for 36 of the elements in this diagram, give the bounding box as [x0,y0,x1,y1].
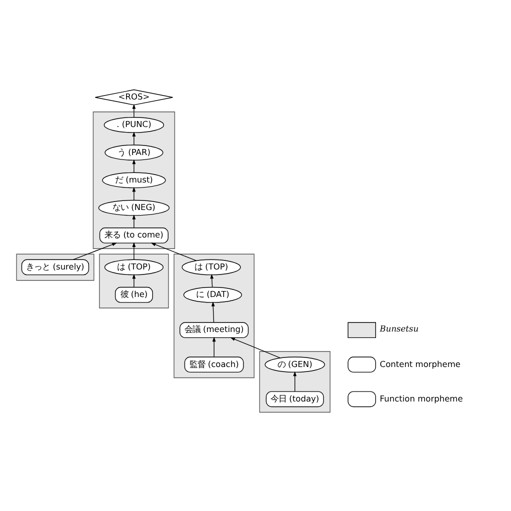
arrow [132,159,136,173]
node-box: きっと (surely) [21,259,90,276]
node-ellipse: の (GEN) [264,356,325,373]
arrow [211,301,215,323]
arrow [150,242,197,262]
arrow [132,186,136,200]
node-ellipse: は (TOP) [104,259,164,276]
arrow [132,242,136,260]
cluster [16,254,94,281]
legend-label: Content morpheme [380,358,461,369]
node-diamond: <ROS> [94,89,174,106]
node-ellipse: に (DAT) [183,286,242,303]
arrow [210,274,214,288]
node-ellipse: . (PUNC) [104,117,164,133]
arrow [72,242,117,260]
arrow [132,214,136,228]
cluster [259,351,330,413]
node-ellipse: ない (NEG) [98,200,170,216]
cluster [99,254,169,308]
node-box: 今日 (today) [266,391,324,408]
arrow [132,132,136,146]
arrow [132,104,136,118]
node-ellipse: は (TOP) [182,259,241,276]
legend-label: Function morpheme [380,393,463,404]
node-box: 彼 (he) [114,286,153,303]
arrow [132,274,136,288]
legend-label: Bunsetsu [380,324,419,334]
node-ellipse: だ (must) [102,172,166,188]
node-ellipse: う (PAR) [104,144,164,161]
node-box: 監督 (coach) [184,356,244,373]
arrow [293,371,297,392]
node-box: 来る (to come) [99,228,168,244]
arrow [212,336,216,358]
cluster [174,254,254,378]
node-box: 会議 (meeting) [180,322,249,338]
arrow [230,337,281,358]
